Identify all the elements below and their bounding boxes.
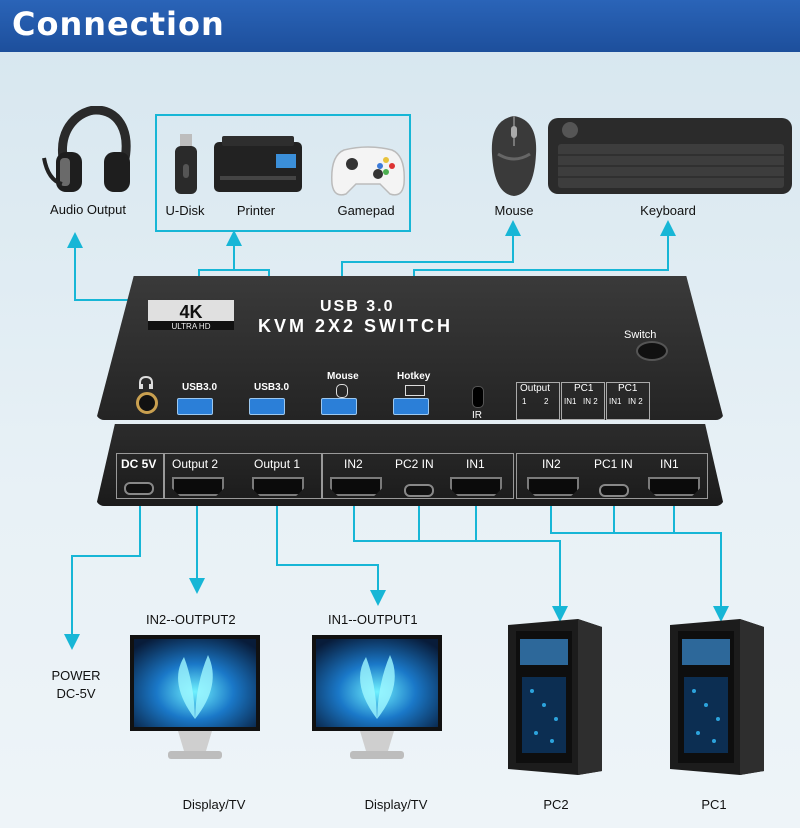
pc1-led-group-b-led1: IN1 <box>609 397 622 406</box>
usb1-port[interactable] <box>177 398 213 415</box>
switch-button[interactable] <box>636 341 668 361</box>
gamepad-label: Gamepad <box>337 203 395 218</box>
u-disk-label: U-Disk <box>165 203 205 218</box>
headphone-jack-icon <box>138 375 154 390</box>
badge-4k: 4K ULTRA HD <box>148 300 234 331</box>
output-led2-label: 2 <box>544 397 549 406</box>
printer-label: Printer <box>236 203 276 218</box>
monitor-icon <box>128 633 262 771</box>
pc1-port-group <box>516 453 708 499</box>
output2-hdmi-port[interactable] <box>172 477 224 496</box>
badge-4k-text: 4K <box>179 302 202 322</box>
ir-receiver <box>472 386 484 408</box>
power-label-line2: DC-5V <box>56 686 96 701</box>
pc1-line <box>550 498 729 622</box>
pc-tower-icon <box>660 617 770 777</box>
hotkey-port-label: Hotkey <box>397 371 431 382</box>
keyboard-icon <box>548 112 792 196</box>
pc1-in1-label: IN1 <box>660 457 679 471</box>
pc2-line <box>353 498 568 622</box>
page-title: Connection <box>12 5 225 43</box>
mouse-port-label: Mouse <box>327 371 359 382</box>
output-led1-label: 1 <box>522 397 527 406</box>
pc2-typec-label: PC2 IN <box>395 457 434 471</box>
pc1-label: PC1 <box>701 797 727 812</box>
usb2-port-label: USB3.0 <box>254 382 290 393</box>
pc1-led-group-a <box>561 382 605 420</box>
pc-tower-icon <box>498 617 608 777</box>
pc1-led-group-b-led2: IN 2 <box>628 397 643 406</box>
mouse-port[interactable] <box>321 398 357 415</box>
gamepad-icon <box>330 144 406 198</box>
output2-label: Output 2 <box>172 457 219 471</box>
pc2-in1-hdmi-port[interactable] <box>450 477 502 496</box>
hotkey-port[interactable] <box>393 398 429 415</box>
keyboard-port-icon <box>405 385 425 396</box>
pc2-in1-label: IN1 <box>466 457 485 471</box>
output1-hdmi-port[interactable] <box>252 477 304 496</box>
output1-label: Output 1 <box>254 457 301 471</box>
output1-mapping-label: IN1--OUTPUT1 <box>328 612 418 627</box>
ir-label: IR <box>472 410 482 421</box>
pc2-in2-label: IN2 <box>344 457 363 471</box>
power-line <box>64 498 141 650</box>
pc2-label: PC2 <box>543 797 569 812</box>
badge-ultrahd-text: ULTRA HD <box>172 322 211 330</box>
usb1-port-label: USB3.0 <box>182 382 218 393</box>
display1-label: Display/TV <box>182 797 246 812</box>
mouse-port-icon <box>336 384 348 398</box>
u-disk-icon <box>173 134 199 196</box>
title-banner: Connection <box>0 0 800 52</box>
dc-port-group <box>116 453 164 499</box>
pc1-in1-hdmi-port[interactable] <box>648 477 700 496</box>
mouse-label: Mouse <box>494 203 534 218</box>
usb2-port[interactable] <box>249 398 285 415</box>
pc1-in2-label: IN2 <box>542 457 561 471</box>
pc1-led-group-b <box>606 382 650 420</box>
output-led-group-title: Output <box>520 383 551 394</box>
pc1-led-group-a-led1: IN1 <box>564 397 577 406</box>
pc1-led-group-a-title: PC1 <box>574 383 594 394</box>
audio-jack[interactable] <box>136 392 158 414</box>
output2-mapping-label: IN2--OUTPUT2 <box>146 612 236 627</box>
output-led-group <box>516 382 560 420</box>
mouse-icon <box>488 114 540 198</box>
pc1-led-group-a-led2: IN 2 <box>583 397 598 406</box>
power-label-line1: POWER <box>51 668 101 683</box>
display2-label: Display/TV <box>364 797 428 812</box>
audio-output-label: Audio Output <box>50 202 126 217</box>
headphones-icon <box>42 105 138 198</box>
model-label: KVM 2X2 SWITCH <box>258 316 454 336</box>
keyboard-label: Keyboard <box>640 203 696 218</box>
printer-icon <box>210 136 306 196</box>
output-port-group <box>164 453 322 499</box>
output1-line <box>276 498 386 606</box>
pc1-led-group-b-title: PC1 <box>618 383 638 394</box>
monitor-icon <box>310 633 444 771</box>
dc-port-label: DC 5V <box>121 457 157 471</box>
pc2-typec-port[interactable] <box>404 484 434 497</box>
pc2-in2-hdmi-port[interactable] <box>330 477 382 496</box>
dc-typec-port[interactable] <box>124 482 154 495</box>
pc1-typec-port[interactable] <box>599 484 629 497</box>
pc1-typec-label: PC1 IN <box>594 457 633 471</box>
pc1-in2-hdmi-port[interactable] <box>527 477 579 496</box>
usb-devices-frame <box>155 114 411 232</box>
pc2-port-group <box>322 453 514 499</box>
usb-version-label: USB 3.0 <box>320 298 395 315</box>
switch-button-label: Switch <box>624 329 657 341</box>
